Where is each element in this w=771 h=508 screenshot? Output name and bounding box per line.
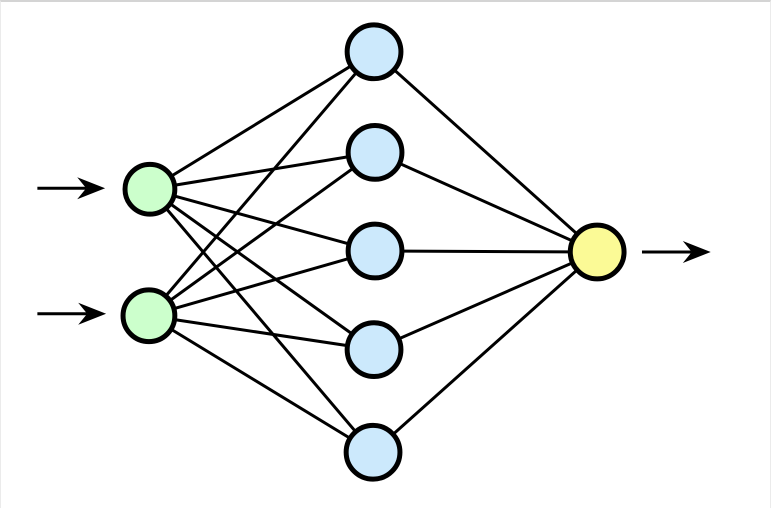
arrowhead-icon [77, 177, 106, 200]
edge-i2-h2 [148, 151, 376, 317]
edge-i1-h5 [148, 188, 375, 454]
hidden-node-h2 [345, 123, 405, 182]
edge-i2-h4 [148, 314, 375, 352]
input-arrow-1 [37, 177, 106, 200]
input-arrow-2 [37, 302, 107, 325]
edge-i1-h1 [149, 50, 375, 191]
output-node-o1 [567, 222, 627, 282]
hidden-node-h3 [345, 221, 405, 281]
arrowhead-icon [78, 302, 107, 325]
edge-h1-o1 [373, 50, 599, 254]
edge-i1-h4 [149, 188, 375, 351]
edge-h2-o1 [374, 151, 598, 254]
hidden-node-h5 [343, 422, 403, 482]
input-node-i2 [120, 287, 178, 345]
edge-h3-o1 [375, 249, 598, 254]
edge-i1-h2 [149, 150, 376, 191]
output-arrow-1 [641, 241, 711, 263]
edge-h5-o1 [372, 250, 599, 454]
input-node-i1 [122, 161, 178, 217]
hidden-node-h1 [344, 22, 404, 82]
edge-i2-h3 [148, 249, 376, 318]
edge-i1-h3 [149, 187, 376, 253]
nodes-group [120, 22, 627, 482]
edge-h4-o1 [373, 250, 598, 351]
edge-i2-h5 [148, 314, 374, 454]
hidden-node-h4 [344, 320, 404, 380]
arrows-group [37, 177, 711, 325]
arrowhead-icon [682, 241, 711, 263]
edges-group [147, 50, 599, 454]
edge-i2-h1 [147, 50, 376, 317]
